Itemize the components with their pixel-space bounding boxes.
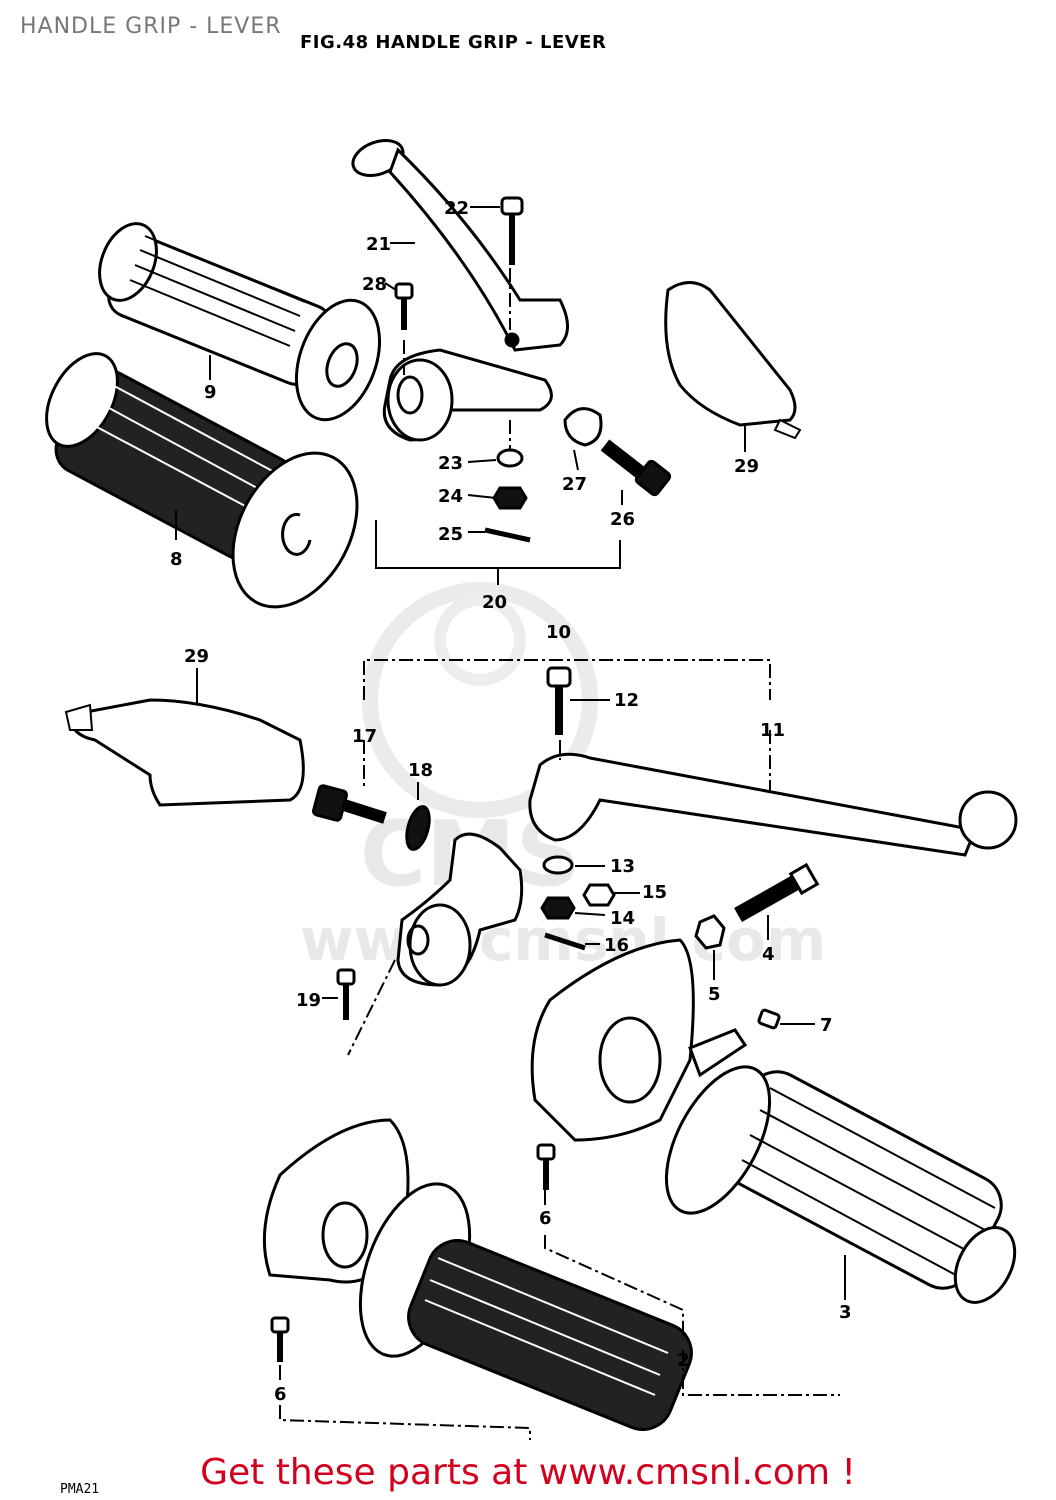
callout-11: 11 [760,720,785,741]
nut-14 [540,896,576,920]
figure-title: FIG.48 HANDLE GRIP - LEVER [300,32,607,53]
callout-19: 19 [296,990,321,1011]
leader-lines [279,268,840,1440]
set-screw-7 [757,1008,781,1030]
nut-24 [492,486,528,510]
callout-8: 8 [170,549,183,570]
cta-link[interactable]: Get these parts at www.cmsnl.com ! [200,1452,856,1493]
washer-23 [496,448,524,468]
corner-code: PMA21 [60,1482,100,1497]
grip-9 [98,222,382,422]
adjuster-bolt-4 [734,862,820,922]
lever-holder-10 [396,832,524,987]
callout-21: 21 [366,234,391,255]
callout-12: 12 [614,690,639,711]
screw-22 [500,196,524,265]
lever-11 [528,752,1018,857]
callout-9: 9 [204,382,217,403]
screw-6b [270,1316,290,1362]
bolt-26 [600,439,672,497]
callout-5: 5 [708,984,721,1005]
lever-21 [351,139,569,352]
throttle-housing-lower [262,1118,410,1284]
page-title: HANDLE GRIP - LEVER [20,14,282,39]
cotter-pin-16 [544,932,586,951]
callout-10: 10 [546,622,571,643]
callout-7: 7 [820,1015,833,1036]
callout-leaders [175,206,846,1380]
screw-19 [336,968,356,1020]
grip-8 [45,352,359,609]
callout-18: 18 [408,760,433,781]
callout-2: 2 [677,1350,690,1371]
callout-6b: 6 [274,1384,287,1405]
screw-28 [394,282,414,330]
screw-6a [536,1143,556,1190]
bushing-27 [563,407,603,447]
grip-2 [358,1182,693,1431]
throttle-pulley [688,1028,748,1078]
callout-6a: 6 [539,1208,552,1229]
callout-29b: 29 [184,646,209,667]
callout-4: 4 [762,944,775,965]
callout-24: 24 [438,486,463,507]
callouts: 22 21 28 9 23 24 25 27 26 29 8 20 10 29 … [170,198,852,1405]
lever-holder-20 [382,348,553,442]
locknut-5 [694,914,726,950]
callout-14: 14 [610,908,635,929]
callout-13: 13 [610,856,635,877]
cotter-pin-25 [484,527,531,543]
lever-cover-29-lower [64,698,305,807]
callout-26: 26 [610,509,635,530]
callout-23: 23 [438,453,463,474]
bolt-17 [311,784,387,824]
grip-3 [664,1065,1017,1304]
bushing-18 [405,805,431,851]
callout-3: 3 [839,1302,852,1323]
callout-28: 28 [362,274,387,295]
lever-cover-29-upper [664,281,802,440]
callout-15: 15 [642,882,667,903]
callout-16: 16 [604,935,629,956]
callout-20: 20 [482,592,507,613]
callout-25: 25 [438,524,463,545]
bolt-12 [546,666,572,735]
callout-22: 22 [444,198,469,219]
callout-29a: 29 [734,456,759,477]
callout-27: 27 [562,474,587,495]
throttle-housing-upper [530,938,695,1142]
nut-15 [582,883,616,907]
washer-13 [542,855,574,875]
bracket-20 [375,520,621,585]
callout-17: 17 [352,726,377,747]
